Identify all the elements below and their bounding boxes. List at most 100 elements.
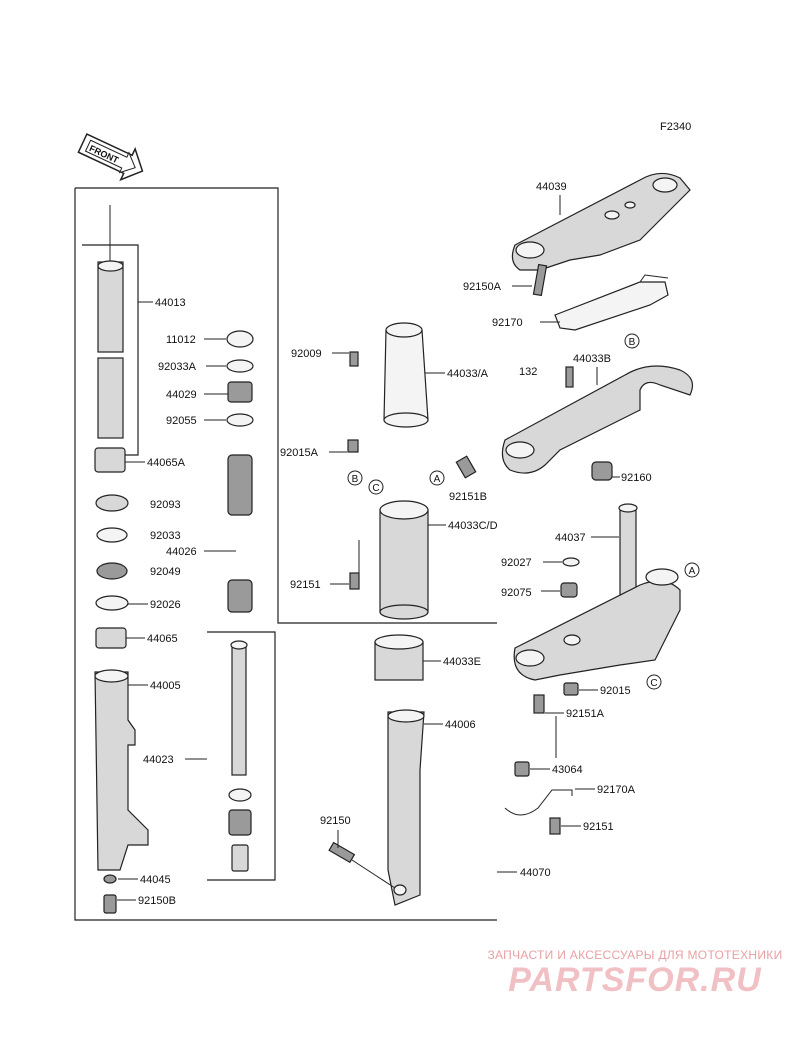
label-92150: 92150 <box>320 815 351 827</box>
ref-marker-c1: C <box>368 479 384 495</box>
upper-cover-44033A <box>383 322 429 428</box>
label-92170A: 92170A <box>597 784 636 796</box>
ref-marker-a1: A <box>429 470 445 486</box>
screw-92009 <box>349 351 359 367</box>
label-92170: 92170 <box>492 317 523 329</box>
label-92151-b: 92151 <box>583 821 614 833</box>
bolt-92151 <box>349 572 360 590</box>
outer-tube-44006 <box>387 709 425 906</box>
label-92033: 92033 <box>150 530 181 542</box>
bolt-92151A <box>533 694 545 714</box>
ref-marker-c2: C <box>646 674 662 690</box>
label-44070: 44070 <box>520 867 551 879</box>
bolt-92150A <box>532 263 548 297</box>
ref-marker-b1: B <box>624 333 640 349</box>
label-44029: 44029 <box>166 389 197 401</box>
label-92027: 92027 <box>501 557 532 569</box>
watermark-tagline: ЗАПЧАСТИ И АКСЕССУАРЫ ДЛЯ МОТОТЕХНИКИ <box>487 948 783 962</box>
label-44033B: 44033B <box>573 353 611 365</box>
nut-92015 <box>563 682 579 696</box>
label-92151A: 92151A <box>566 708 605 720</box>
label-44006: 44006 <box>445 719 476 731</box>
left-fork-frame-bottom <box>74 188 497 921</box>
svg-text:B: B <box>629 337 636 348</box>
label-92055: 92055 <box>166 415 197 427</box>
front-arrow-icon: FRONT <box>77 133 144 182</box>
label-92150A: 92150A <box>463 281 502 293</box>
cover-44033E <box>374 634 424 681</box>
label-44037: 44037 <box>555 532 586 544</box>
bolt-92151-b <box>549 817 561 835</box>
watermark: ЗАПЧАСТИ И АКСЕССУАРЫ ДЛЯ МОТОТЕХНИКИ PA… <box>480 948 790 998</box>
cap-11012 <box>226 330 254 348</box>
label-92049: 92049 <box>150 566 181 578</box>
label-92150B: 92150B <box>138 895 176 907</box>
oring-92055 <box>226 413 254 427</box>
label-92151B: 92151B <box>449 491 487 503</box>
label-92033A: 92033A <box>158 361 197 373</box>
watermark-logo: PARTSFOR.RU <box>508 961 762 999</box>
nut-92075 <box>560 582 578 598</box>
svg-text:B: B <box>352 474 359 485</box>
svg-text:C: C <box>650 678 657 689</box>
plug-44029 <box>227 381 253 403</box>
clamp-92170A <box>504 789 573 816</box>
bracket-92170 <box>554 274 669 331</box>
rubber-92160 <box>591 461 613 481</box>
label-92160: 92160 <box>621 472 652 484</box>
spring-44026 <box>227 454 253 613</box>
label-44033E: 44033E <box>443 656 481 668</box>
washer-92027 <box>562 557 580 567</box>
label-44065: 44065 <box>147 633 178 645</box>
ring-92033A <box>226 359 254 373</box>
damper-frame <box>207 631 276 881</box>
bushing-44065 <box>95 627 127 649</box>
label-92009: 92009 <box>291 348 322 360</box>
label-92015: 92015 <box>600 685 631 697</box>
washer-44045 <box>103 874 117 884</box>
clip-92033 <box>96 527 128 543</box>
svg-text:C: C <box>372 483 379 494</box>
outer-tube-44005 <box>94 669 149 871</box>
grommet-92015A <box>347 439 359 453</box>
label-92151: 92151 <box>290 579 321 591</box>
label-92015A: 92015A <box>280 447 319 459</box>
left-fork-frame <box>75 187 497 624</box>
label-44026: 44026 <box>166 546 197 558</box>
label-44045: 44045 <box>140 874 171 886</box>
bolt-92151B <box>455 455 477 479</box>
handlebar-bracket-44033B <box>501 365 693 474</box>
label-92026: 92026 <box>150 599 181 611</box>
ref-marker-a2: A <box>684 562 700 578</box>
nut-43064 <box>514 761 530 777</box>
label-44033A: 44033/A <box>447 368 489 380</box>
label-92075: 92075 <box>501 587 532 599</box>
label-132: 132 <box>519 366 537 378</box>
label-44033CD: 44033C/D <box>448 520 498 532</box>
bolt-132 <box>565 366 574 388</box>
inner-tube-44013 <box>97 260 124 439</box>
seal-92049 <box>96 562 128 580</box>
damper-rod-44023 <box>228 640 252 872</box>
figure-code: F2340 <box>660 121 691 133</box>
steering-stem-44037 <box>513 503 681 681</box>
label-44039: 44039 <box>536 181 567 193</box>
ref-marker-b2: B <box>347 470 363 486</box>
bolt-92150B <box>103 894 117 914</box>
svg-text:A: A <box>689 566 696 577</box>
lower-cover-44033CD <box>379 500 429 620</box>
label-44065A: 44065A <box>147 457 186 469</box>
label-11012: 11012 <box>166 334 196 346</box>
washer-92026 <box>95 595 129 611</box>
svg-text:A: A <box>434 474 441 485</box>
label-43064: 43064 <box>552 764 583 776</box>
label-44005: 44005 <box>150 680 181 692</box>
label-44023: 44023 <box>143 754 174 766</box>
bolt-92150 <box>328 841 356 864</box>
seal-92093 <box>95 494 129 512</box>
top-bracket-44039 <box>511 172 691 271</box>
label-92093: 92093 <box>150 499 181 511</box>
label-44013: 44013 <box>155 297 186 309</box>
bushing-44065A <box>94 447 126 473</box>
